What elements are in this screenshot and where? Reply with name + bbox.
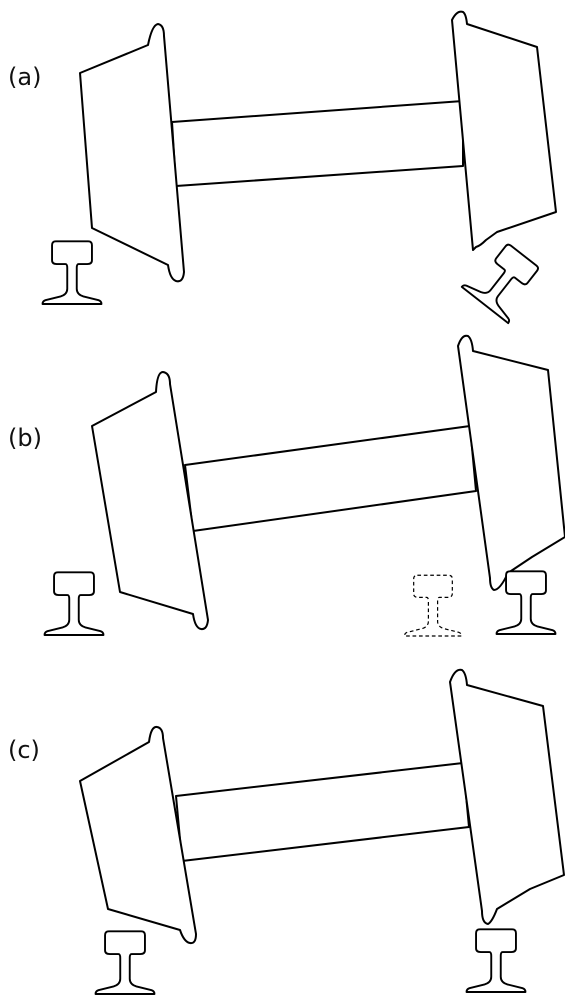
panel-a: (a) xyxy=(8,10,557,325)
axle xyxy=(171,100,464,187)
panel-c: (c) xyxy=(8,668,565,995)
panel-c-label: (c) xyxy=(8,736,40,764)
right-rail-rolled xyxy=(460,236,548,325)
original-rail-position xyxy=(403,574,463,637)
left-rail xyxy=(94,930,156,995)
panel-a-label: (a) xyxy=(8,63,41,91)
left-rail xyxy=(41,240,103,305)
right-wheel xyxy=(449,668,565,925)
left-rail xyxy=(43,571,105,636)
right-wheel xyxy=(451,10,557,251)
panel-b-label: (b) xyxy=(8,424,42,452)
left-wheel xyxy=(91,371,209,631)
right-wheel xyxy=(457,334,565,591)
panel-b: (b) xyxy=(8,334,565,637)
right-rail-displaced xyxy=(495,570,557,635)
axle xyxy=(175,762,470,862)
left-wheel xyxy=(79,725,197,945)
left-wheel xyxy=(79,23,185,283)
axle xyxy=(184,425,477,532)
right-rail xyxy=(465,928,527,993)
